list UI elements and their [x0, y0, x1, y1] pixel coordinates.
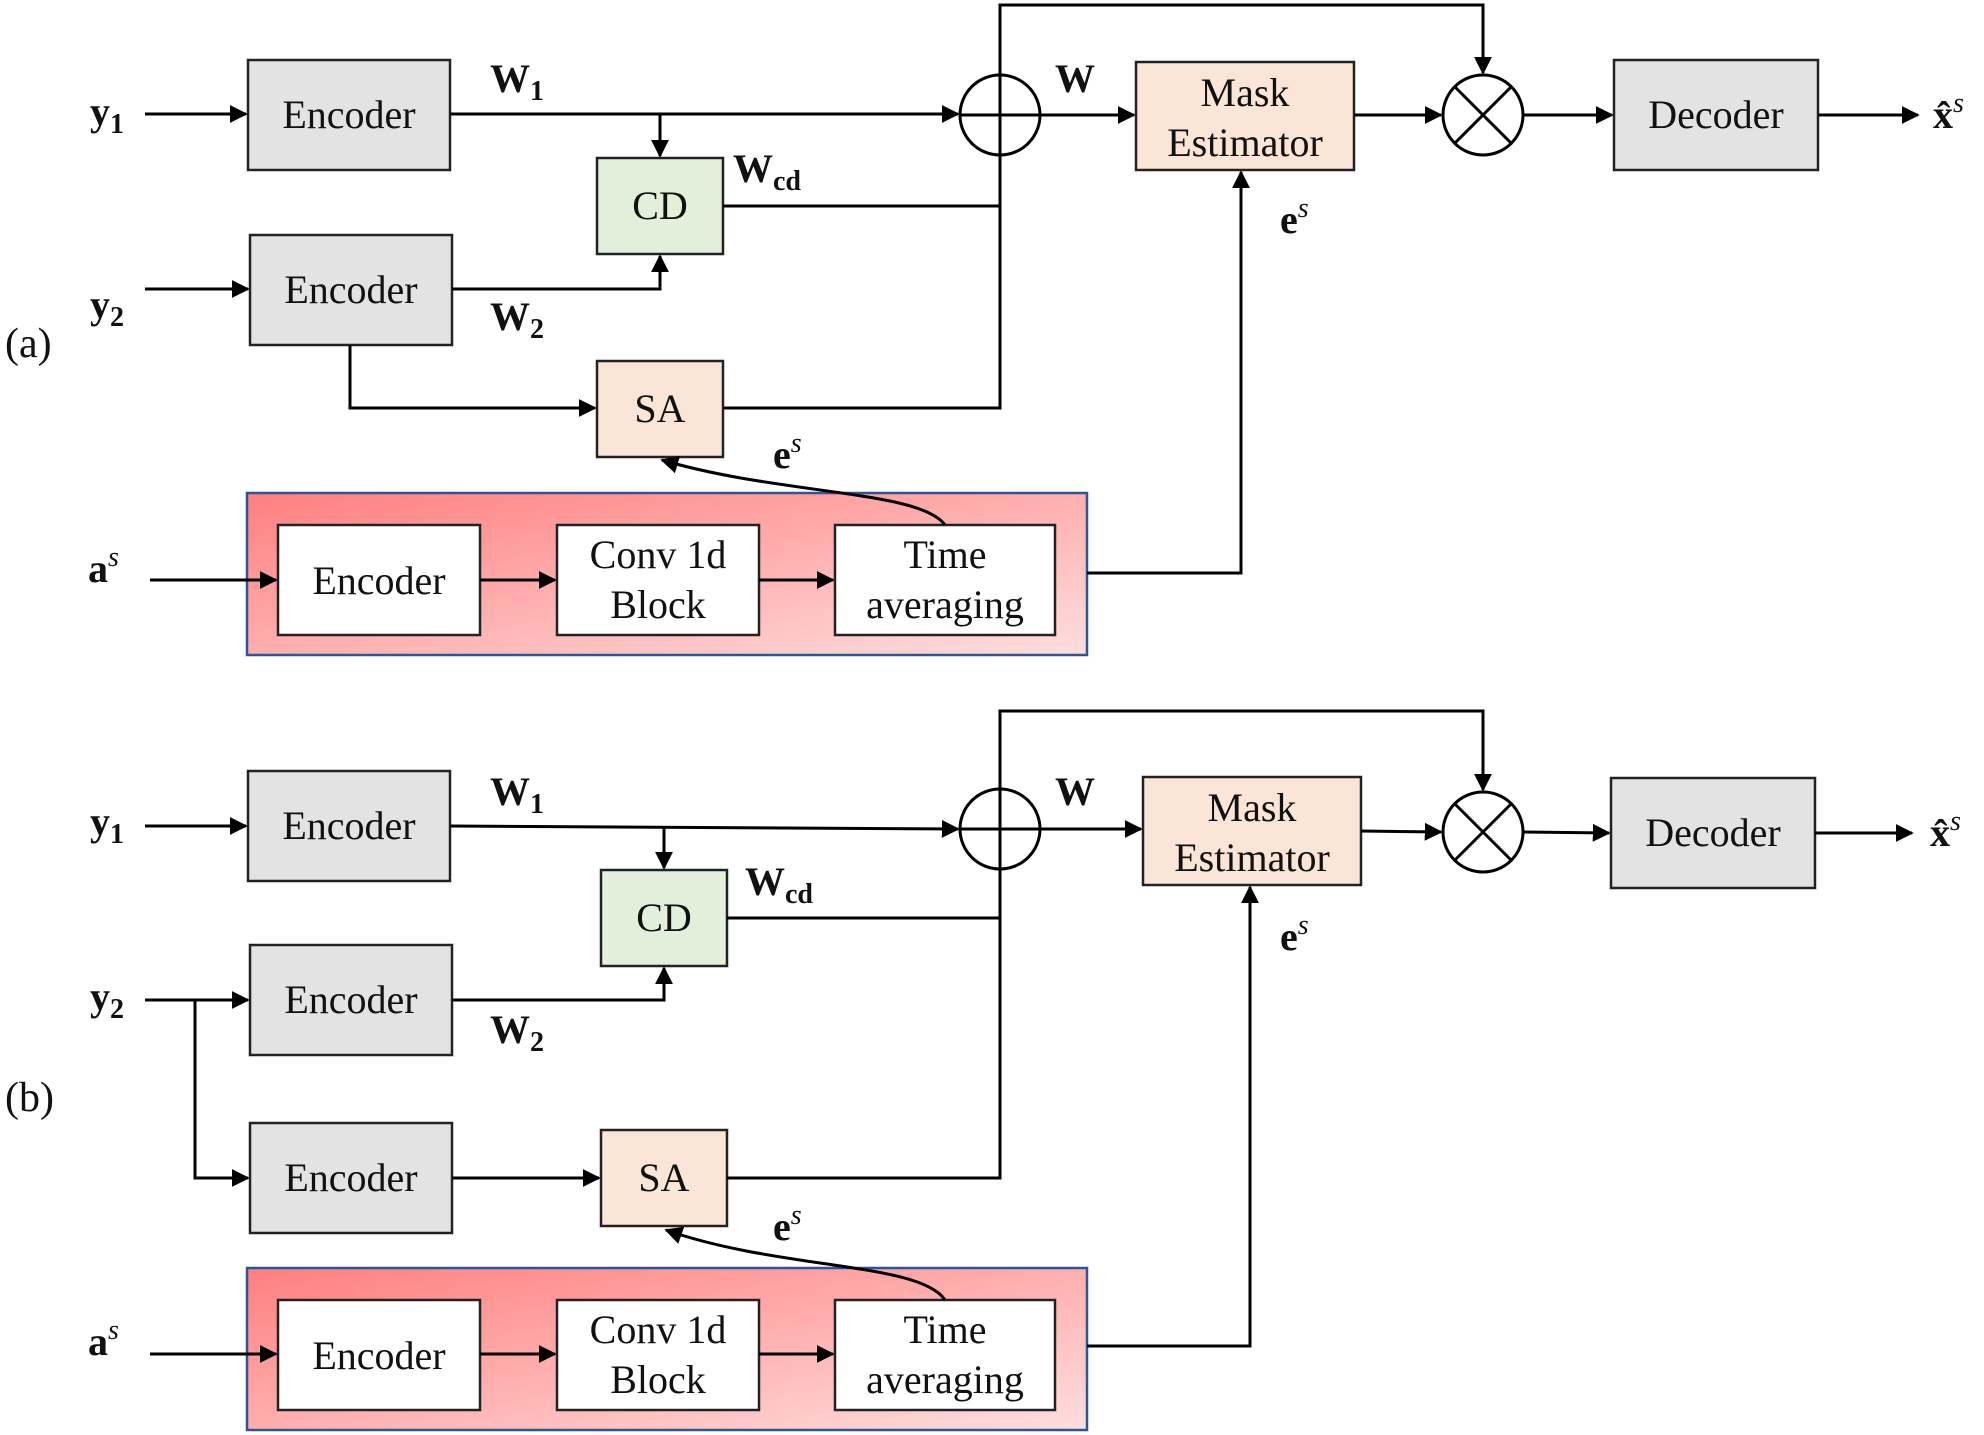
- auxiliary-network: Encoder Conv 1d Block Time averaging: [245, 491, 1089, 657]
- cd-label: CD: [636, 895, 692, 940]
- input-y1-label: y1: [90, 799, 124, 850]
- time-averaging-label-2: averaging: [866, 1357, 1024, 1402]
- decoder-label: Decoder: [1648, 92, 1783, 137]
- wcd-label: Wcd: [745, 859, 813, 910]
- panel-label: (a): [5, 321, 52, 367]
- panel-label: (b): [5, 1075, 54, 1121]
- mask-estimator-label-2: Estimator: [1167, 120, 1323, 165]
- wires-b: [145, 709, 1914, 1363]
- cd-block: CD: [595, 156, 725, 256]
- w1-label: W1: [490, 56, 544, 107]
- es-sa-label: es: [773, 428, 802, 477]
- es-mask-label: es: [1280, 193, 1309, 242]
- encoder-3-label: Encoder: [284, 1155, 417, 1200]
- encoder-2-block: Encoder: [248, 233, 454, 347]
- decoder-block: Decoder: [1609, 776, 1817, 890]
- mask-estimator-label-1: Mask: [1201, 70, 1290, 115]
- input-y2-label: y2: [90, 974, 124, 1025]
- w2-label: W2: [490, 294, 544, 345]
- multiplier-node: [1441, 73, 1525, 157]
- adder-node: [958, 73, 1042, 157]
- wcd-label: Wcd: [733, 146, 801, 197]
- xhat-output-label: x̂s: [1930, 806, 1961, 855]
- conv-block-label-1: Conv 1d: [590, 532, 727, 577]
- sa-label: SA: [634, 386, 685, 431]
- cd-block: CD: [599, 868, 729, 968]
- cd-label: CD: [632, 183, 688, 228]
- encoder-1-block: Encoder: [246, 769, 452, 883]
- conv-block-label-2: Block: [610, 1357, 706, 1402]
- aux-encoder-label: Encoder: [312, 1333, 445, 1378]
- sa-block: SA: [595, 359, 725, 459]
- adder-node: [958, 787, 1042, 871]
- w2-label: W2: [490, 1007, 544, 1058]
- time-averaging-label-1: Time: [903, 532, 986, 577]
- encoder-3-block: Encoder: [248, 1121, 454, 1235]
- decoder-label: Decoder: [1645, 810, 1780, 855]
- sa-block: SA: [599, 1128, 729, 1228]
- input-y2-label: y2: [90, 282, 124, 333]
- encoder-2-label: Encoder: [284, 977, 417, 1022]
- w1-label: W1: [490, 769, 544, 820]
- w-label: W: [1055, 56, 1095, 101]
- time-averaging-label-2: averaging: [866, 582, 1024, 627]
- mask-estimator-block: Mask Estimator: [1141, 775, 1363, 887]
- multiplier-node: [1441, 790, 1525, 874]
- time-averaging-label-1: Time: [903, 1307, 986, 1352]
- panel-a: (a) y1 y2 as Encoder Encoder CD SA Mask …: [5, 3, 1964, 657]
- xhat-output-label: x̂s: [1933, 88, 1964, 137]
- conv-block-label-1: Conv 1d: [590, 1307, 727, 1352]
- auxiliary-network: Encoder Conv 1d Block Time averaging: [245, 1266, 1089, 1432]
- encoder-2-label: Encoder: [284, 267, 417, 312]
- wires-a: [145, 3, 1920, 589]
- mask-estimator-block: Mask Estimator: [1134, 60, 1356, 172]
- encoder-1-block: Encoder: [246, 58, 452, 172]
- decoder-block: Decoder: [1612, 58, 1820, 172]
- conv-block-label-2: Block: [610, 582, 706, 627]
- encoder-1-label: Encoder: [282, 92, 415, 137]
- w-label: W: [1055, 769, 1095, 814]
- aux-encoder-label: Encoder: [312, 558, 445, 603]
- sa-label: SA: [638, 1155, 689, 1200]
- encoder-2-block: Encoder: [248, 943, 454, 1057]
- es-sa-label: es: [773, 1200, 802, 1249]
- input-y1-label: y1: [90, 89, 124, 140]
- encoder-1-label: Encoder: [282, 803, 415, 848]
- mask-estimator-label-1: Mask: [1208, 785, 1297, 830]
- es-mask-label: es: [1280, 910, 1309, 959]
- mask-estimator-label-2: Estimator: [1174, 835, 1330, 880]
- input-a-label: as: [88, 542, 119, 591]
- input-a-label: as: [88, 1315, 119, 1364]
- panel-b: (b) y1 y2 as Encoder Encoder Encoder CD …: [5, 709, 1961, 1432]
